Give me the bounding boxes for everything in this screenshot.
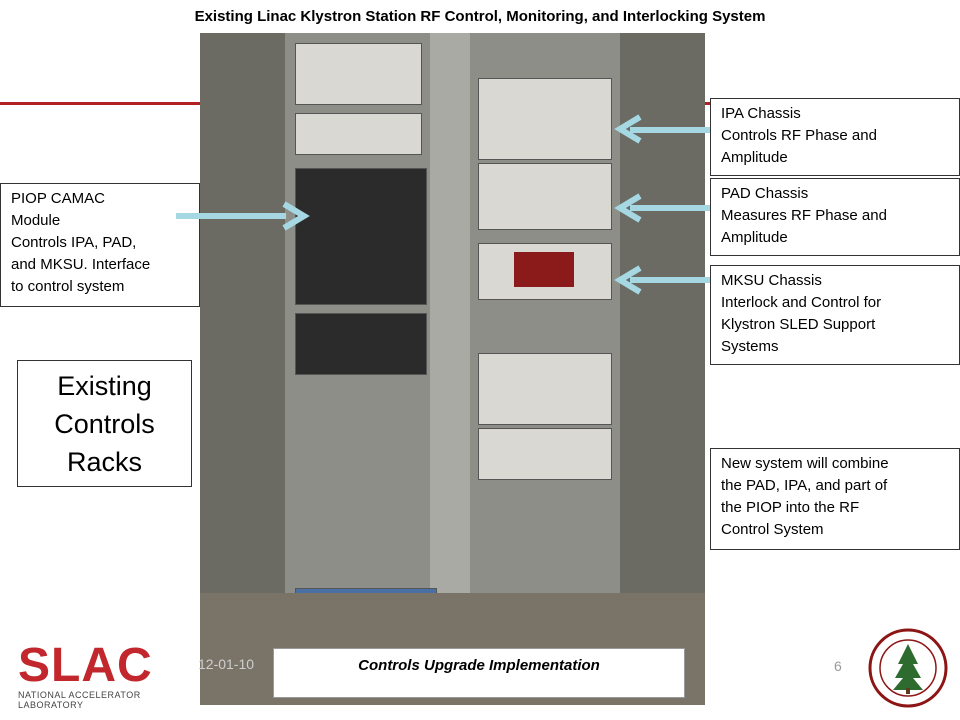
ipa-callout: IPA Chassis Controls RF Phase and Amplit… [710, 98, 960, 176]
ipa-arrowhead [614, 114, 642, 144]
piop-callout-line-5: to control system [11, 278, 125, 295]
pad-callout: PAD Chassis Measures RF Phase and Amplit… [710, 178, 960, 256]
ipa-callout-line-1: IPA Chassis [721, 105, 801, 122]
mksu-callout: MKSU Chassis Interlock and Control for K… [710, 265, 960, 365]
pad-callout-line-1: PAD Chassis [721, 185, 809, 202]
pad-callout-line-3: Amplitude [721, 229, 788, 246]
pad-callout-line-2: Measures RF Phase and [721, 207, 887, 224]
ipa-chassis-photo [478, 78, 612, 160]
piop-callout: PIOP CAMAC Module Controls IPA, PAD, and… [0, 183, 200, 307]
new-system-line-4: Control System [721, 521, 824, 538]
camac-crate [295, 168, 427, 305]
piop-callout-line-1: PIOP CAMAC [11, 190, 105, 207]
pad-arrow [630, 205, 710, 211]
footer-title: Controls Upgrade Implementation [273, 648, 685, 698]
rack-unit [295, 113, 422, 155]
rack-unit [295, 313, 427, 375]
mksu-arrow [630, 277, 710, 283]
existing-racks-label: Existing Controls Racks [17, 360, 192, 487]
mksu-callout-line-3: Klystron SLED Support [721, 316, 876, 333]
rack-unit [478, 428, 612, 480]
mksu-callout-line-4: Systems [721, 338, 779, 355]
pad-chassis-photo [478, 163, 612, 230]
piop-callout-line-3: Controls IPA, PAD, [11, 234, 137, 251]
stanford-seal-icon [868, 628, 948, 708]
slac-logo-subtitle: NATIONAL ACCELERATOR LABORATORY [18, 690, 141, 710]
slac-logo-text: SLAC [18, 639, 153, 692]
ipa-arrow [630, 127, 710, 133]
new-system-line-2: the PAD, IPA, and part of [721, 477, 888, 494]
rack-unit [295, 43, 422, 105]
page-number: 6 [834, 658, 842, 674]
mksu-callout-line-1: MKSU Chassis [721, 272, 822, 289]
big-label-line-1: Existing [57, 371, 152, 401]
piop-arrowhead [282, 201, 310, 231]
piop-callout-line-4: and MKSU. Interface [11, 256, 151, 273]
big-label-line-3: Racks [66, 447, 142, 477]
slide-title: Existing Linac Klystron Station RF Contr… [194, 8, 766, 25]
piop-callout-line-2: Module [11, 212, 61, 229]
piop-arrow [176, 213, 286, 219]
big-label-line-2: Controls [54, 409, 155, 439]
ipa-callout-line-3: Amplitude [721, 149, 788, 166]
mksu-arrowhead [614, 265, 642, 295]
pad-arrowhead [614, 193, 642, 223]
mksu-chassis-photo [478, 243, 612, 300]
new-system-line-3: the PIOP into the RF [721, 499, 860, 516]
mksu-display [514, 252, 574, 287]
footer-date: 12-01-10 [198, 656, 255, 672]
mksu-callout-line-2: Interlock and Control for [721, 294, 882, 311]
rack-unit [478, 353, 612, 425]
new-system-callout: New system will combine the PAD, IPA, an… [710, 448, 960, 550]
ipa-callout-line-2: Controls RF Phase and [721, 127, 877, 144]
slac-logo: SLAC NATIONAL ACCELERATOR LABORATORY [18, 639, 178, 711]
new-system-line-1: New system will combine [721, 455, 889, 472]
